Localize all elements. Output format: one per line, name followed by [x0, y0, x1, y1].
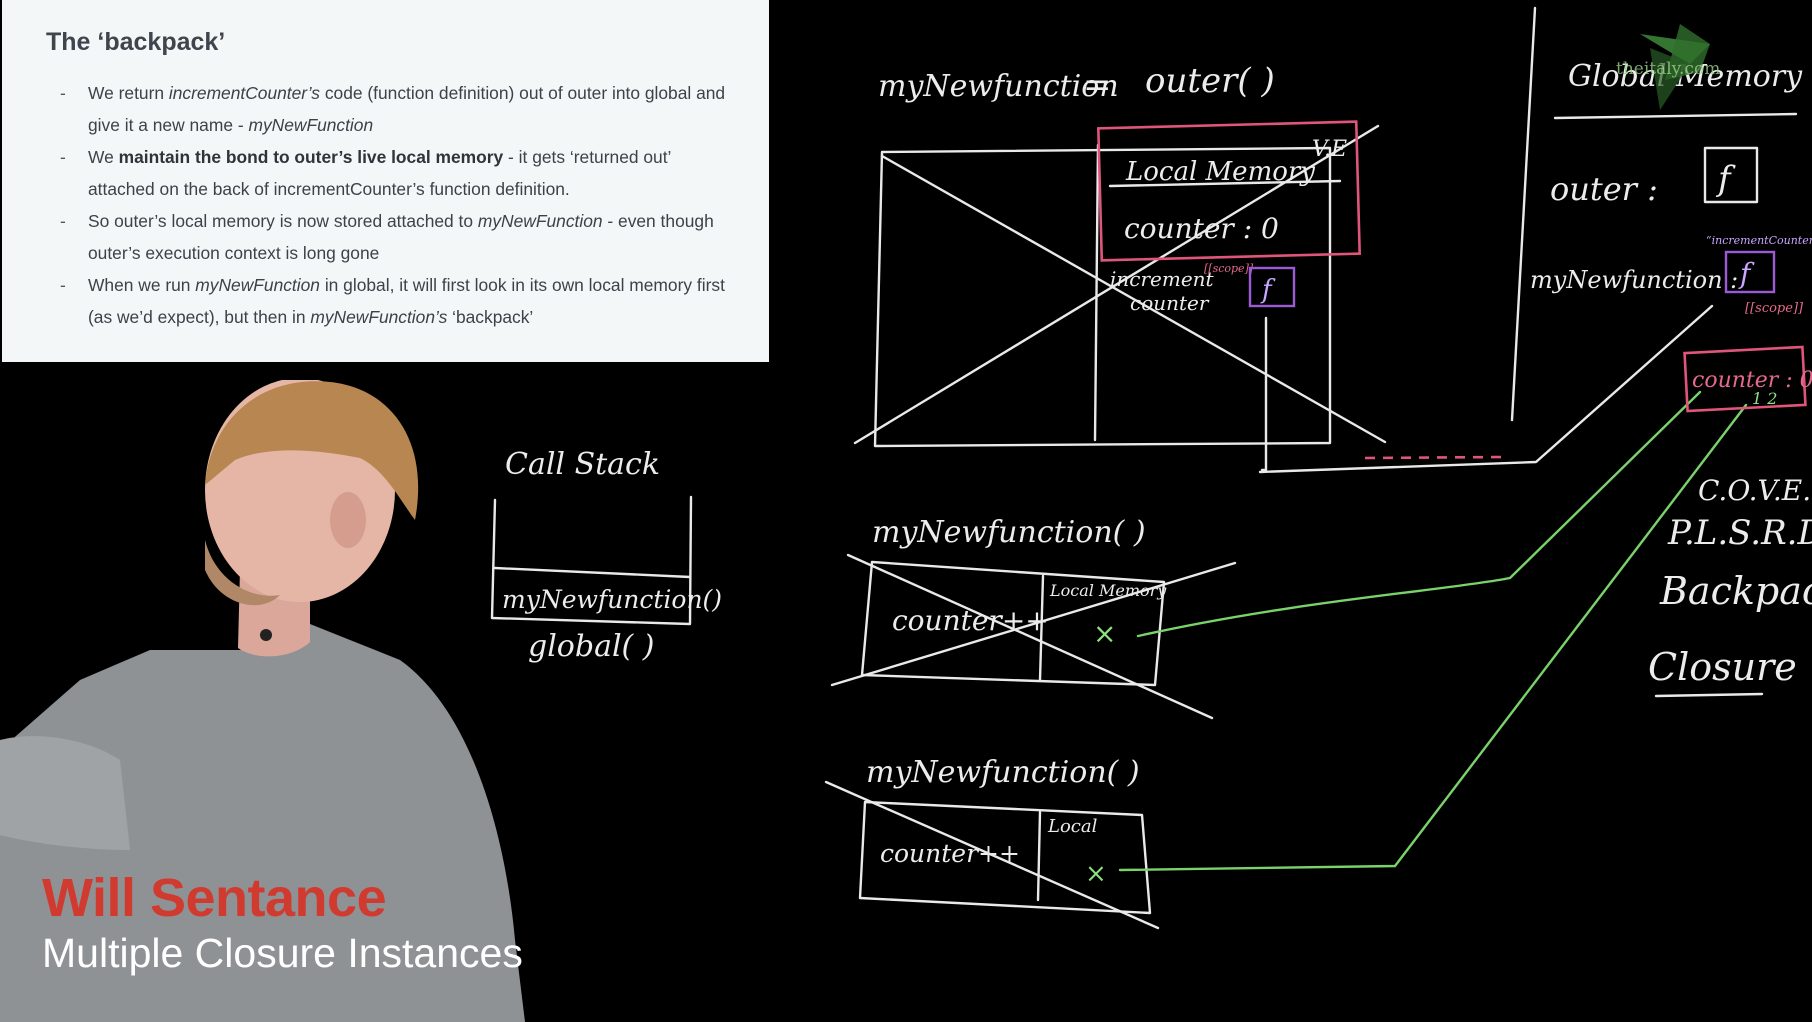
outer-counter: counter : 0: [1124, 212, 1279, 245]
scope-small: [[scope]]: [1204, 262, 1254, 275]
call2-local: Local: [1047, 816, 1098, 837]
ve-label: V.E: [1312, 137, 1347, 162]
bullet-item: We maintain the bond to outer’s live loc…: [46, 141, 733, 205]
global-mynewfn-label: myNewfunction :: [1530, 266, 1738, 294]
closure-word: Closure: [1648, 645, 1797, 689]
bullet-item: When we run myNewFunction in global, it …: [46, 269, 733, 333]
f-box-global-mynewfn: f: [1738, 257, 1755, 290]
scope-small-global: [[scope]]: [1745, 301, 1804, 316]
speaker-name: Will Sentance: [42, 868, 387, 928]
call1-title: myNewfunction( ): [872, 515, 1146, 550]
global-outer-label: outer :: [1550, 170, 1658, 208]
bullet-item: So outer’s local memory is now stored at…: [46, 205, 733, 269]
watermark-text: theitaly.com: [1616, 59, 1720, 79]
video-title: Multiple Closure Instances: [42, 930, 523, 976]
call2-title: myNewfunction( ): [866, 755, 1140, 790]
slide-panel: The ‘backpack’ We return incrementCounte…: [2, 0, 769, 362]
backpack-counter-values: 1 2: [1752, 389, 1777, 408]
backpack-word: Backpack: [1659, 569, 1812, 613]
call1-local: Local Memory: [1049, 581, 1167, 600]
increment-label: increment: [1110, 267, 1215, 291]
acronym-cove: C.O.V.E.: [1698, 474, 1811, 507]
presenter-figure: [0, 380, 525, 1022]
acronym-plsrd: P.L.S.R.D: [1667, 513, 1812, 553]
site-watermark-logo: theitaly.com: [1616, 24, 1720, 110]
bullet-item: We return incrementCounter’s code (funct…: [46, 77, 733, 141]
counter-label: counter: [1130, 291, 1210, 315]
call2-body: counter++: [880, 839, 1020, 868]
call2-x: ×: [1085, 859, 1107, 889]
assignment-equals: =: [1083, 65, 1112, 105]
assignment-left: myNewfunction: [878, 69, 1119, 104]
assignment-right: outer( ): [1145, 61, 1275, 101]
incrementcounter-small: “incrementCounter”: [1706, 234, 1812, 247]
f-box-global-outer: f: [1715, 159, 1736, 199]
call-stack-title: Call Stack: [505, 447, 660, 482]
call1-x: ×: [1093, 617, 1116, 650]
slide-bullet-list: We return incrementCounter’s code (funct…: [46, 77, 733, 333]
stack-global: global( ): [528, 629, 655, 664]
f-box-outer: f: [1260, 275, 1276, 305]
stack-frame: myNewfunction(): [502, 585, 722, 614]
lower-third-caption: Will Sentance Multiple Closure Instances: [42, 868, 523, 978]
slide-title: The ‘backpack’: [46, 28, 226, 56]
backpack-counter: counter : 0: [1692, 368, 1812, 393]
